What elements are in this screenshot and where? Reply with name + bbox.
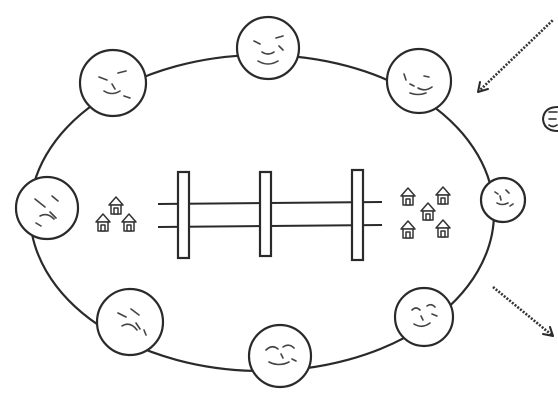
house-icon (122, 214, 136, 231)
face-circle-lower-right (395, 288, 453, 346)
fence-post-left (178, 172, 189, 258)
fence-post-middle (260, 172, 271, 256)
fence (158, 170, 382, 260)
house-cluster-left (96, 197, 136, 231)
cropped-glyph-mark (549, 112, 557, 127)
face-circle-bottom (249, 325, 311, 387)
house-cluster-right (401, 187, 450, 238)
face-circle-left (16, 177, 78, 239)
fence-post-right (352, 170, 363, 260)
house-icon (436, 220, 450, 237)
house-icon (421, 203, 435, 220)
house-icon (401, 221, 415, 238)
house-icon (436, 187, 450, 204)
house-icon (401, 188, 415, 205)
house-icon (109, 197, 123, 214)
face-circle-right (481, 178, 525, 222)
arrow-mark-lower-right (493, 287, 553, 336)
face-circle-lower-left (97, 289, 163, 355)
house-icon (96, 214, 110, 231)
face-circle-upper-left (80, 50, 146, 116)
arrow-mark-upper-right (478, 20, 553, 92)
face-circle-upper-right (387, 49, 451, 113)
face-circle-top (237, 17, 299, 79)
